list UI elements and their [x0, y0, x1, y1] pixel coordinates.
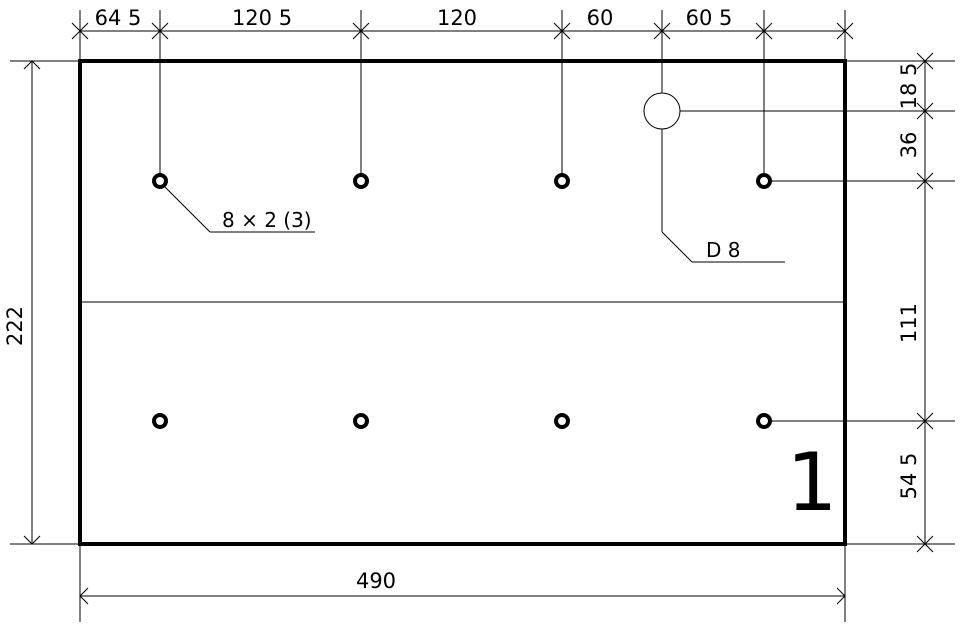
top-dim-3: 120 [437, 6, 477, 30]
top-dim-4: 60 [587, 6, 614, 30]
hole [152, 173, 168, 189]
hole [353, 413, 369, 429]
part-mark: 1 [787, 436, 838, 529]
hole [353, 173, 369, 189]
bottom-dim: 490 [356, 569, 396, 593]
top-dimension-line [71, 22, 854, 40]
right-dim-4: 54 5 [897, 453, 921, 500]
large-hole-callout: D 8 [706, 238, 740, 262]
hole [756, 413, 772, 429]
hole-callout: 8 × 2 (3) [222, 208, 312, 232]
top-dim-1: 64 5 [95, 6, 142, 30]
large-hole [643, 92, 681, 130]
top-extension-lines [79, 10, 846, 181]
hole [756, 173, 772, 189]
hole [554, 173, 570, 189]
top-dim-2: 120 5 [232, 6, 292, 30]
large-hole-callout-leader [661, 129, 785, 263]
right-dim-2: 36 [897, 132, 921, 159]
right-dimension-line [916, 52, 934, 553]
right-dim-3: 111 [897, 303, 921, 343]
hole-callout-leader [163, 185, 315, 233]
bottom-dimension-line [79, 544, 846, 622]
hole [152, 413, 168, 429]
top-dim-5: 60 5 [686, 6, 733, 30]
left-dim: 222 [3, 306, 27, 346]
right-dim-1: 18 5 [897, 63, 921, 110]
small-holes [152, 173, 772, 429]
hole [554, 413, 570, 429]
left-dimension-line [10, 60, 80, 545]
